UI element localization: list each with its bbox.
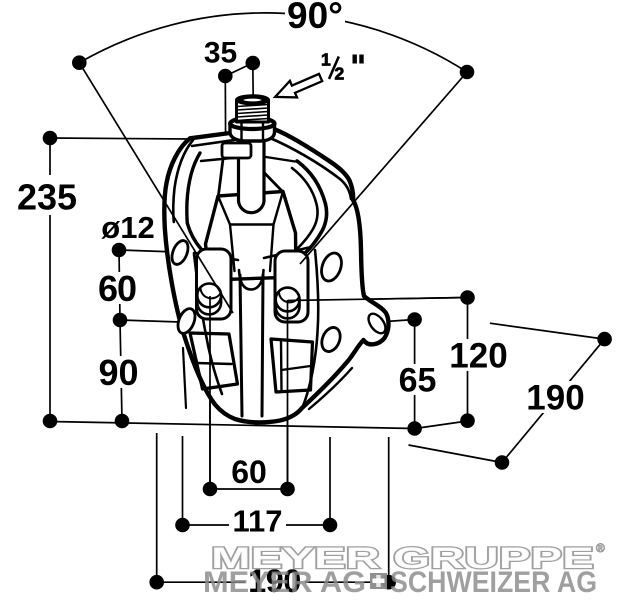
svg-text:60: 60 (98, 268, 136, 309)
svg-text:35: 35 (204, 37, 237, 70)
svg-text:®: ® (596, 541, 605, 555)
svg-text:117: 117 (232, 504, 282, 539)
svg-text:ø12: ø12 (101, 210, 154, 245)
svg-text:60: 60 (231, 454, 267, 490)
svg-text:1: 1 (321, 50, 331, 70)
svg-text:SCHWEIZER AG: SCHWEIZER AG (390, 566, 597, 599)
svg-text:190: 190 (248, 563, 301, 599)
svg-text:90°: 90° (287, 0, 343, 36)
svg-text:MEYER GRUPPE: MEYER GRUPPE (211, 541, 594, 575)
svg-text:2: 2 (335, 64, 345, 84)
svg-text:235: 235 (17, 177, 77, 218)
svg-text:120: 120 (449, 337, 507, 376)
svg-text:190: 190 (526, 379, 584, 418)
svg-text:MEYER AG: MEYER AG (203, 566, 366, 599)
svg-text:65: 65 (399, 362, 437, 400)
svg-text:90: 90 (98, 352, 138, 393)
